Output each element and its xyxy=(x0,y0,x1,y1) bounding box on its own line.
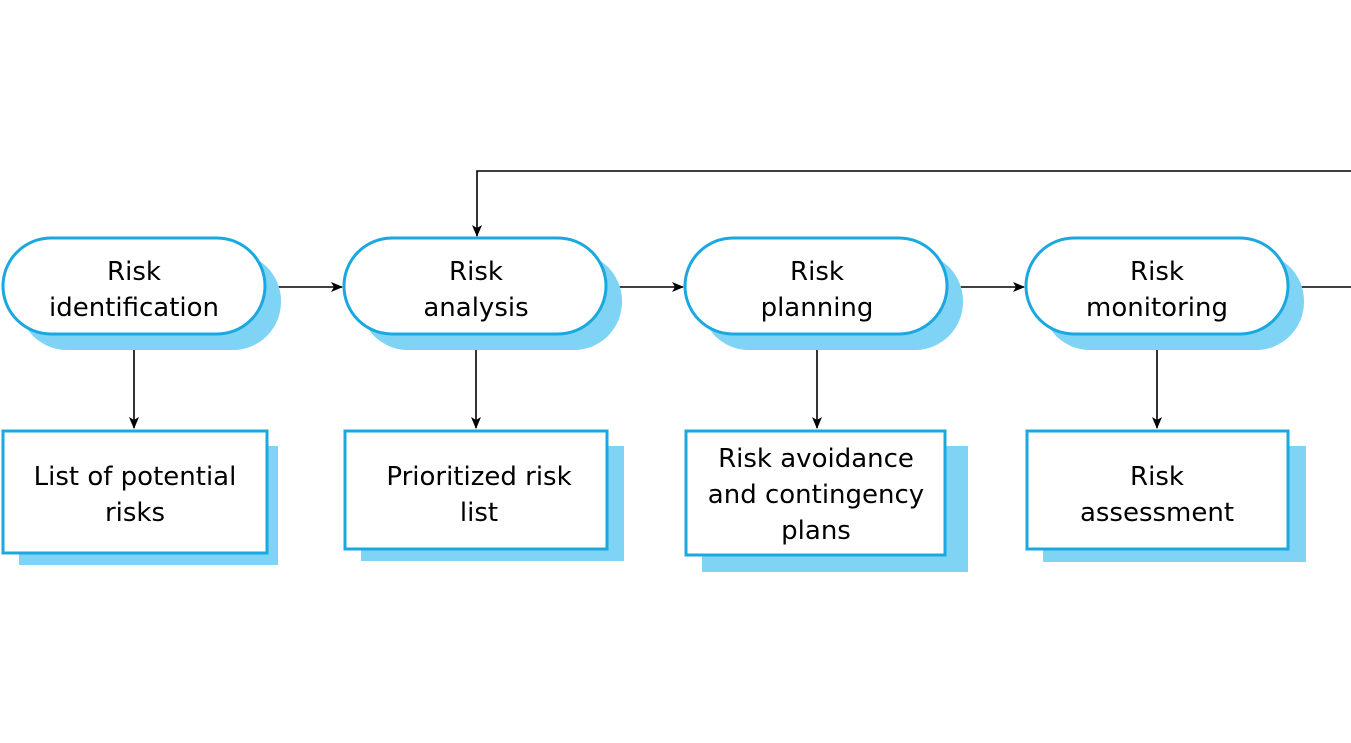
output-label-line2: risks xyxy=(105,498,165,528)
output-label-line1: List of potential xyxy=(34,462,237,492)
activity-label-line2: analysis xyxy=(423,293,528,323)
output-label-line1: Risk xyxy=(1130,462,1184,492)
output-risk-assessment: Risk assessment xyxy=(1025,429,1306,562)
output-box xyxy=(1,429,269,555)
output-label-line2: assessment xyxy=(1080,498,1234,528)
output-label-line3: plans xyxy=(781,516,851,546)
output-list-of-potential-risks: List of potential risks xyxy=(1,429,278,565)
activity-label-line1: Risk xyxy=(107,257,161,287)
output-label-line1: Prioritized risk xyxy=(386,462,571,492)
activity-label-line2: monitoring xyxy=(1086,293,1228,323)
activity-box xyxy=(1024,236,1290,336)
output-box xyxy=(684,429,947,557)
feedback-arrow-return xyxy=(472,170,1351,237)
output-box xyxy=(343,429,609,551)
output-label-line2: and contingency xyxy=(708,480,924,510)
activity-box xyxy=(342,236,608,336)
output-risk-avoidance-plans: Risk avoidance and contingency plans xyxy=(684,429,968,572)
activity-risk-planning: Risk planning xyxy=(683,236,963,350)
output-box xyxy=(1025,429,1290,551)
activity-box xyxy=(683,236,949,336)
activity-label-line1: Risk xyxy=(449,257,503,287)
output-prioritized-risk-list: Prioritized risk list xyxy=(343,429,624,561)
activity-risk-analysis: Risk analysis xyxy=(342,236,622,350)
activity-label-line2: identification xyxy=(49,293,219,323)
activity-risk-monitoring: Risk monitoring xyxy=(1024,236,1304,350)
activity-label-line1: Risk xyxy=(1130,257,1184,287)
activity-label-line2: planning xyxy=(761,293,874,323)
output-label-line1: Risk avoidance xyxy=(718,444,914,474)
activity-label-line1: Risk xyxy=(790,257,844,287)
output-label-line2: list xyxy=(460,498,498,528)
activity-box xyxy=(1,236,267,336)
activity-risk-identification: Risk identification xyxy=(1,236,281,350)
